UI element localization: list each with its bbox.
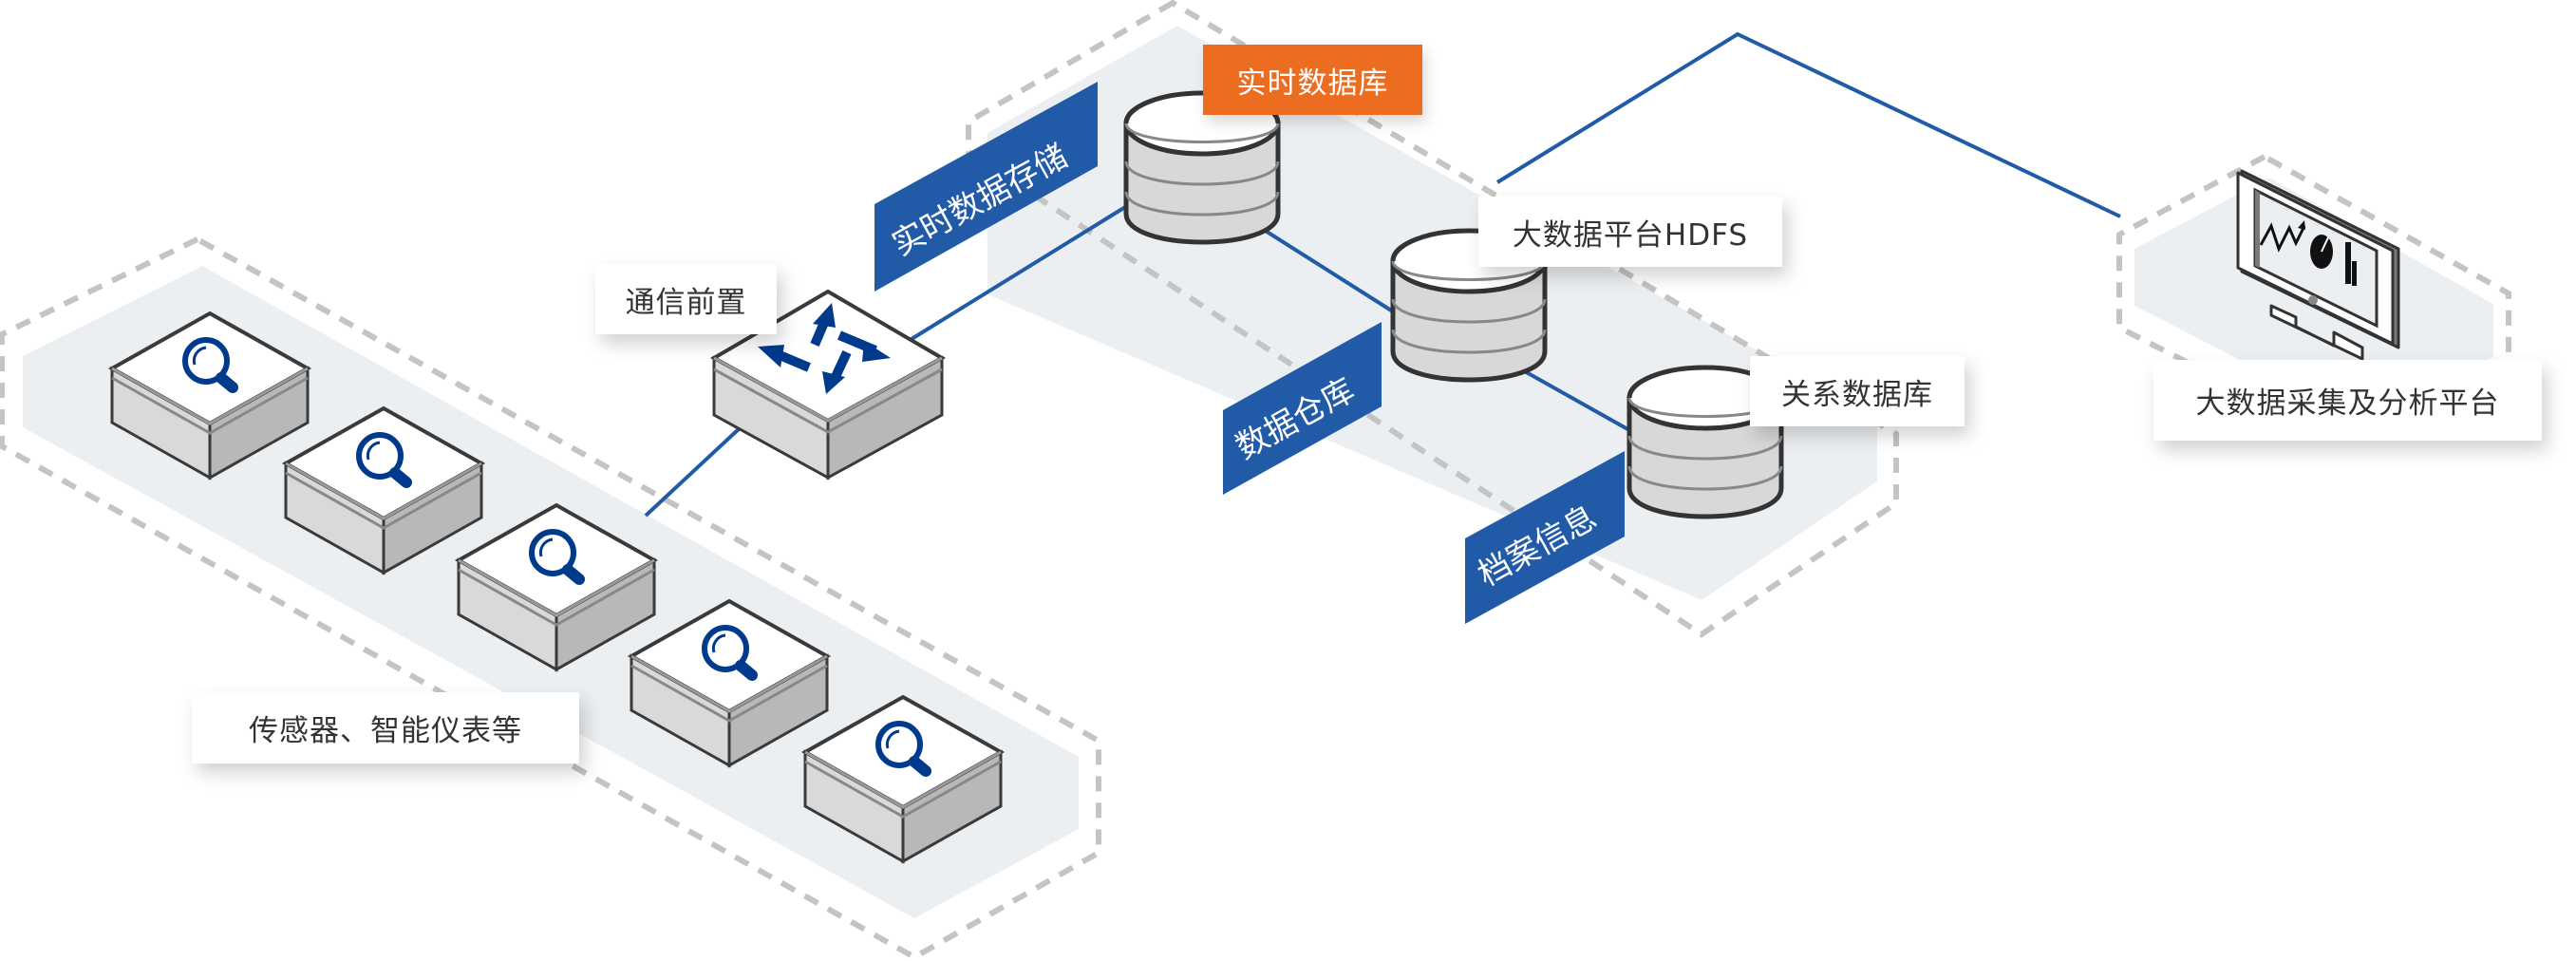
label-realtime-db: 实时数据库 (1203, 45, 1422, 115)
database-icon[interactable] (1126, 93, 1278, 242)
comm-front-switch[interactable] (709, 289, 947, 480)
connections (644, 31, 2121, 518)
four-arrows-icon (758, 303, 891, 394)
label-hdfs: 大数据平台HDFS (1478, 197, 1782, 267)
region-dashed-outline (966, 0, 1899, 638)
label-sensors: 传感器、智能仪表等 (192, 692, 579, 763)
connection-storage-to-analysis (1495, 31, 2121, 218)
region-dashed-outline (0, 236, 1101, 961)
connection-comm-to-realtime-db (910, 202, 1132, 341)
monitor-chart-icon[interactable] (2236, 169, 2400, 361)
connection-sensors-to-comm (644, 425, 743, 518)
connection-hdfs-to-relational-db (1514, 364, 1639, 437)
label-comm-front: 通信前置 (595, 264, 777, 334)
label-relational-db: 关系数据库 (1750, 356, 1965, 426)
connection-realtime-db-to-hdfs (1251, 221, 1398, 315)
label-analysis-platform: 大数据采集及分析平台 (2153, 360, 2542, 441)
